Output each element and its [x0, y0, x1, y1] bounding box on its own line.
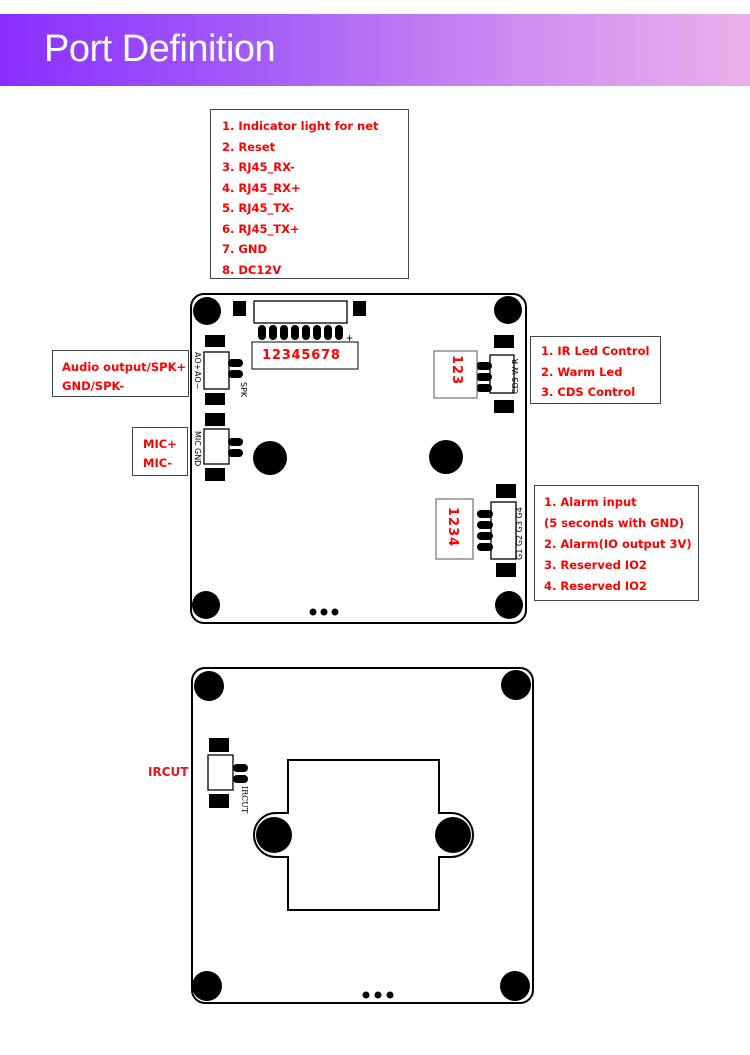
silk-label-ir-pins: CDS W R — [511, 358, 520, 394]
page-title: Port Definition — [44, 28, 276, 70]
alarm-legend: 1. Alarm input (5 seconds with GND) 2. A… — [534, 485, 699, 601]
lens-hole-right — [429, 440, 463, 474]
indicator-dot — [309, 608, 317, 616]
main-connector-pin-numbers: 12345678 — [262, 348, 341, 363]
indicator-dot — [386, 991, 394, 999]
silk-label-alarm-pins: G1 G2 G3 G4 — [515, 507, 524, 560]
audio-legend: Audio output/SPK+ GND/SPK- — [52, 350, 189, 397]
legend-item: MIC+ — [143, 437, 177, 451]
legend-item: 3. Reserved IO2 — [544, 558, 647, 572]
lens-hole-left — [253, 441, 287, 475]
legend-item: 3. RJ45_RX- — [222, 160, 295, 174]
indicator-dot — [320, 608, 328, 616]
legend-item: 1. Alarm input — [544, 495, 637, 509]
mount-hole-top-right — [494, 296, 522, 324]
indicator-dot — [374, 991, 382, 999]
silk-label-ao-minus: AO− — [193, 371, 202, 390]
connector-pin-pad — [280, 325, 288, 340]
mount-hole-bottom-left — [192, 591, 220, 619]
mic-connector — [203, 413, 243, 481]
connector-pin-pad — [324, 325, 332, 340]
legend-item: 2. Reset — [222, 139, 276, 154]
top-board — [190, 293, 527, 624]
indicator-dot — [331, 608, 339, 616]
mount-hole-bottom-right — [500, 971, 530, 1001]
connector-pin-pad — [313, 325, 321, 340]
connector-pin-pad — [258, 325, 266, 340]
bottom-board — [191, 667, 534, 1004]
legend-item: 7. GND — [222, 242, 267, 256]
legend-item: 1. IR Led Control — [541, 344, 650, 358]
mount-hole-bottom-right — [495, 591, 523, 619]
mount-hole-bottom-left — [192, 971, 222, 1001]
plus-sign: + — [346, 331, 354, 345]
header-banner: Port Definition — [0, 14, 750, 86]
legend-item: (5 seconds with GND) — [544, 516, 685, 530]
ircut-connector — [207, 738, 248, 808]
legend-item: MIC- — [143, 456, 173, 470]
legend-item: 6. RJ45_TX+ — [222, 221, 300, 236]
lens-holder-hole-right — [435, 817, 471, 853]
legend-item: 4. RJ45_RX+ — [222, 180, 301, 195]
legend-item: 8. DC12V — [222, 262, 282, 277]
mount-hole-top-left — [194, 671, 224, 701]
indicator-dot — [362, 991, 370, 999]
main-connector — [233, 300, 366, 370]
silk-label-ircut: IRCUT — [240, 786, 249, 814]
connector-pin-pad — [302, 325, 310, 340]
legend-item: 2. Alarm(IO output 3V) — [544, 537, 692, 551]
mount-hole-top-right — [501, 670, 531, 700]
legend-item: 4. Reserved IO2 — [544, 579, 647, 593]
alarm-pin-numbers: 1234 — [445, 507, 460, 548]
silk-label-ao-plus: AO+ — [193, 352, 202, 371]
legend-item: GND/SPK- — [62, 379, 125, 393]
lens-holder-hole-left — [256, 817, 292, 853]
connector-pin-pad — [291, 325, 299, 340]
alarm-connector — [435, 484, 517, 577]
connector-pin-pad — [269, 325, 277, 340]
silk-label-gnd: GND — [193, 448, 202, 467]
spk-connector — [203, 335, 243, 405]
legend-item: 3. CDS Control — [541, 385, 636, 399]
ir-pin-numbers: 123 — [449, 355, 464, 386]
main-connector-legend: 1. Indicator light for net 2. Reset 3. R… — [210, 109, 409, 279]
ir-connector — [433, 335, 515, 413]
lens-holder-outline — [253, 759, 474, 911]
ircut-label: IRCUT — [148, 765, 189, 779]
silk-label-spk: SPK — [239, 382, 248, 398]
mic-legend: MIC+ MIC- — [132, 427, 188, 476]
legend-item: 5. RJ45_TX- — [222, 201, 294, 215]
legend-item: 1. Indicator light for net — [222, 119, 379, 133]
silk-label-mic: MIC — [193, 431, 202, 446]
legend-item: Audio output/SPK+ — [62, 360, 187, 374]
connector-pin-pad — [335, 325, 343, 340]
mount-hole-top-left — [193, 297, 221, 325]
ir-legend: 1. IR Led Control 2. Warm Led 3. CDS Con… — [530, 336, 661, 404]
legend-item: 2. Warm Led — [541, 364, 623, 379]
